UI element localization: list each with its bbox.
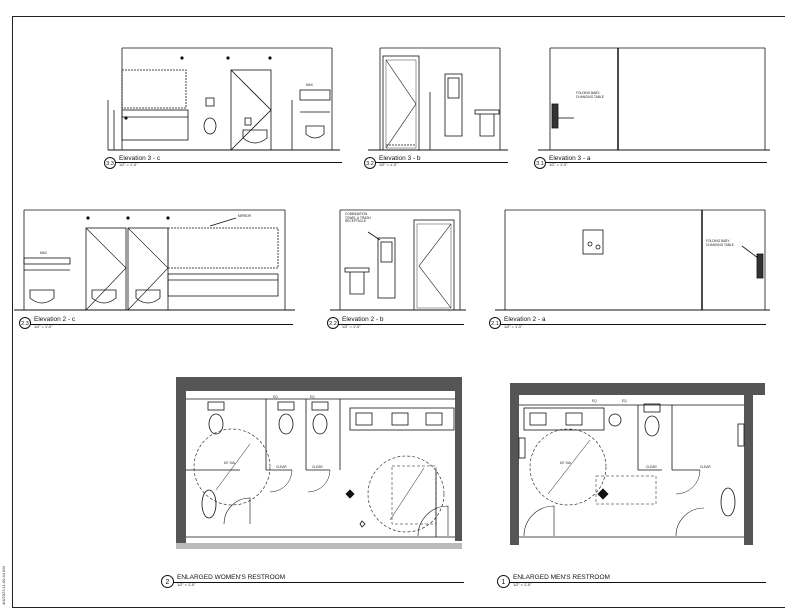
elevation-3a-title: Elevation 3 - a [549, 155, 591, 162]
mens-plan-bubble: 1 [497, 575, 510, 588]
elevation-2b-bubble: 2.2 [327, 317, 339, 329]
elevation-3a-title-line [542, 162, 767, 163]
elevation-2c-note: MIRROR [238, 214, 251, 218]
elevation-3a-note: FOLDING BABY- CHANGING TABLE [576, 91, 604, 99]
womens-plan-title-line [168, 582, 464, 583]
men-eq-label-2: EQ [622, 399, 627, 403]
elevation-2b-drawing [330, 209, 466, 311]
mens-plan-title: ENLARGED MEN'S RESTROOM [513, 574, 610, 581]
elevation-2b-scale: 1/2" = 1'-0" [342, 325, 361, 329]
elevation-3b-title: Elevation 3 - b [379, 155, 421, 162]
sheet-border-left [12, 16, 13, 608]
elevation-3b-bubble: 3.2 [364, 157, 376, 169]
mens-plan-title-line [504, 582, 766, 583]
elevation-2a-title-line [496, 324, 766, 325]
elevation-2c-scale: 1/2" = 1'-0" [34, 325, 53, 329]
men-clear-label-2: CLEAR [700, 465, 711, 469]
elevation-2b-title: Elevation 2 - b [342, 316, 384, 323]
elevation-2b-note: COMBINATION TOWEL & TRASH RECEPTACLE [345, 212, 371, 224]
women-eq-label-2: EQ [310, 395, 315, 399]
elevation-3c-drawing [107, 47, 340, 151]
elevation-2c-drawing [14, 209, 295, 311]
elevation-2c-title: Elevation 2 - c [34, 316, 76, 323]
elevation-2a-drawing [495, 209, 770, 311]
elevation-3b-scale: 1/2" = 1'-0" [379, 163, 398, 167]
women-eq-label-1: EQ [273, 395, 278, 399]
elevation-2c-title-line [28, 324, 293, 325]
elevation-2a-bubble: 2.1 [489, 317, 501, 329]
men-turning-circle-label: 60" DIA [560, 461, 571, 465]
womens-restroom-plan [176, 377, 462, 549]
elevation-2b-title-line [334, 324, 464, 325]
elevation-2a-title: Elevation 2 - a [504, 316, 546, 323]
men-eq-label-1: EQ [592, 399, 597, 403]
elevation-3b-title-line [372, 162, 508, 163]
elevation-2a-note: FOLDING BABY- CHANGING TABLE [706, 239, 734, 247]
elev-2c-max-label: MAX [40, 251, 47, 255]
women-stall-2-clear-label: CLEAR [312, 465, 323, 469]
womens-plan-bubble: 2 [161, 575, 174, 588]
sheet-border-bottom [12, 607, 785, 608]
elev-3c-max-label: MAX [306, 83, 313, 87]
elevation-3a-drawing [538, 47, 770, 151]
mens-restroom-plan [510, 383, 765, 545]
mens-plan-scale: 1/2" = 1'-0" [513, 583, 532, 587]
elevation-2c-bubble: 2.3 [19, 317, 31, 329]
elevation-2a-scale: 1/2" = 1'-0" [504, 325, 523, 329]
elevation-3a-scale: 1/2" = 1'-0" [549, 163, 568, 167]
womens-plan-scale: 1/2" = 1'-0" [177, 583, 196, 587]
elevation-3c-bubble: 3.3 [104, 157, 116, 169]
sheet-border-top [12, 16, 785, 17]
men-clear-label-1: CLEAR [646, 465, 657, 469]
elevation-3b-drawing [368, 47, 508, 151]
elevation-3c-title: Elevation 3 - c [119, 155, 161, 162]
elevation-3c-title-line [112, 162, 342, 163]
women-turning-circle-label: 60" DIA [224, 461, 235, 465]
elevation-3a-bubble: 3.1 [534, 157, 546, 169]
elevation-3c-scale: 1/2" = 1'-0" [119, 163, 138, 167]
womens-plan-title: ENLARGED WOMEN'S RESTROOM [177, 574, 286, 581]
women-stall-1-clear-label: CLEAR [276, 465, 287, 469]
